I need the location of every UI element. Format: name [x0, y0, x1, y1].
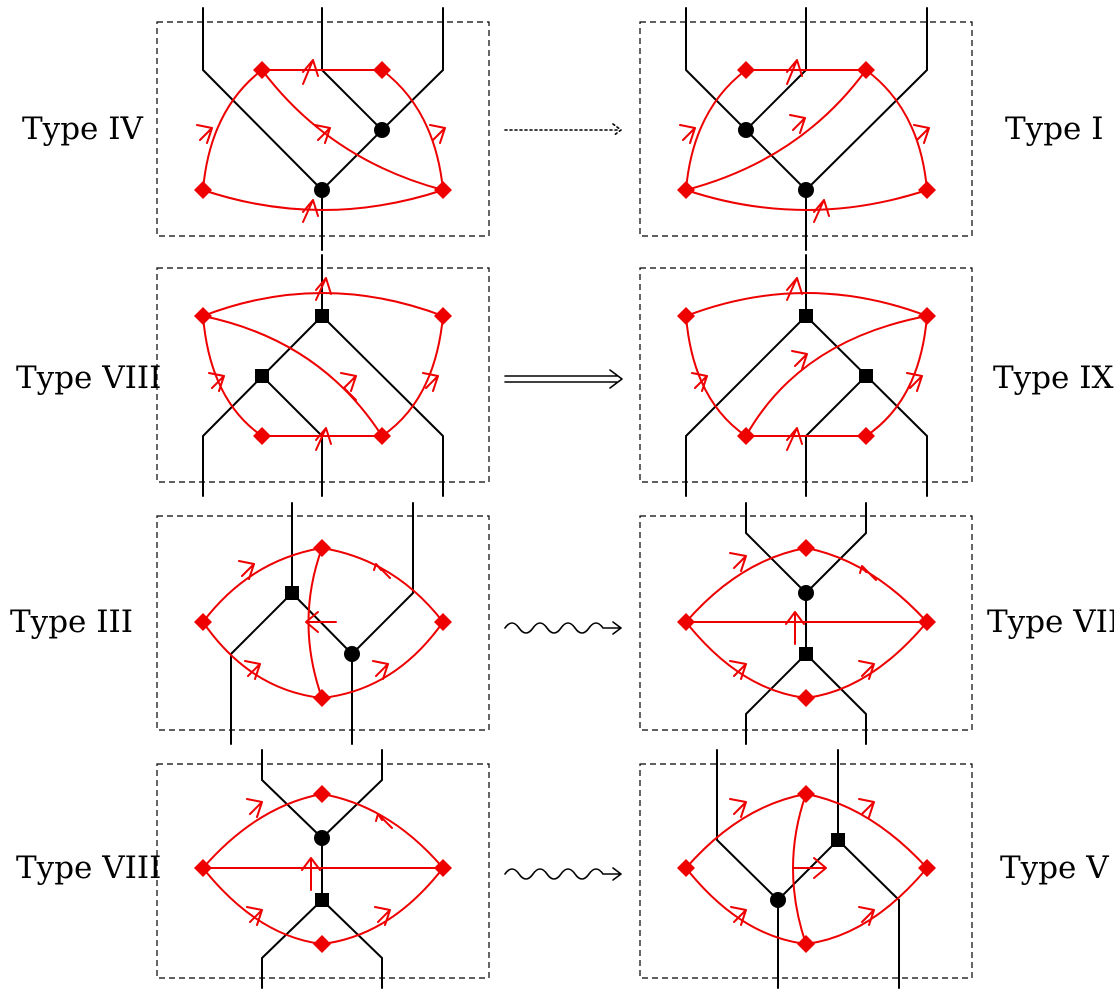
panel-border [156, 763, 490, 979]
red-vertices [194, 61, 452, 199]
red-loops [202, 547, 444, 699]
circle-node [798, 585, 814, 601]
black-strands [745, 502, 867, 745]
panel-type-iv [156, 7, 490, 251]
panel-type-iii [156, 502, 490, 745]
circle-node [374, 122, 390, 138]
red-loops [196, 59, 446, 223]
wavy-arrow [504, 621, 622, 635]
panel-type-ix [639, 254, 973, 497]
square-node [831, 833, 845, 847]
row-2: Type VIII Type IX [16, 254, 1114, 497]
black-strands [202, 7, 444, 251]
panel-border [156, 515, 490, 731]
circle-node [738, 122, 754, 138]
red-loops [202, 793, 444, 945]
row-4: Type VIII Type V [16, 749, 1109, 989]
row-1-left-label: Type IV [22, 111, 143, 147]
circle-node [798, 182, 814, 198]
red-vertices [677, 61, 936, 199]
red-vertices [677, 307, 936, 445]
square-node [285, 586, 299, 600]
row-4-right-label: Type V [1000, 850, 1109, 886]
red-loops [685, 793, 928, 945]
row-2-left-label: Type VIII [16, 360, 161, 396]
red-loops [685, 547, 928, 699]
row-3-right-label: Type VII [987, 604, 1114, 640]
square-node [315, 309, 329, 323]
circle-node [770, 892, 786, 908]
panel-type-v [639, 749, 973, 989]
red-vertices [194, 307, 452, 445]
panel-type-vii [639, 502, 973, 745]
row-3-left-label: Type III [10, 604, 133, 640]
square-node [799, 647, 813, 661]
panel-border [639, 763, 973, 979]
black-strands [716, 749, 900, 989]
circle-node [314, 182, 330, 198]
row-1: Type IV Type I [22, 7, 1103, 251]
double-arrow [504, 369, 623, 389]
black-strands [685, 254, 928, 497]
square-node [315, 893, 329, 907]
panel-border [639, 515, 973, 731]
row-3: Type III Type VII [10, 502, 1114, 745]
black-strands [202, 254, 444, 497]
square-node [859, 369, 873, 383]
panel-type-viii [156, 254, 490, 497]
row-2-right-label: Type IX [993, 360, 1114, 396]
black-strands [230, 502, 414, 745]
circle-node [314, 830, 330, 846]
black-strands [685, 7, 928, 251]
red-loops [679, 59, 930, 223]
dotted-arrow [504, 123, 622, 137]
red-loops [685, 277, 928, 451]
panel-type-i [639, 7, 973, 251]
row-1-right-label: Type I [1005, 111, 1103, 147]
wavy-arrow [504, 867, 622, 881]
square-node [255, 369, 269, 383]
row-4-left-label: Type VIII [16, 850, 161, 886]
panel-type-viii-2 [156, 749, 490, 989]
circle-node [344, 646, 360, 662]
square-node [799, 309, 813, 323]
red-loops [202, 277, 444, 451]
